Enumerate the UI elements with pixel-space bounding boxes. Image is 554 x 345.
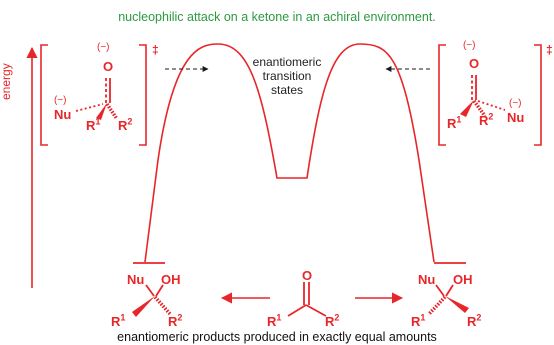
left-ts-nucleophile: Nu <box>54 107 72 122</box>
right-ts-dagger: ‡ <box>546 43 553 57</box>
ts-label-line2: transition <box>262 69 312 83</box>
left-ts-r2: R2 <box>118 116 133 133</box>
right-ts-r2: R2 <box>479 111 494 128</box>
left-product-oh: OH <box>161 272 181 287</box>
right-ts-bracket <box>438 44 542 146</box>
left-product-nu: Nu <box>127 272 145 287</box>
right-ts-bonds <box>471 75 506 118</box>
ketone-bonds <box>287 282 327 317</box>
right-ts-wedge <box>460 100 474 117</box>
right-product-wedge <box>445 296 469 313</box>
ketone-r2: R2 <box>325 312 340 329</box>
left-product-wedge <box>132 296 155 317</box>
energy-curve <box>144 43 435 263</box>
left-ts-oxygen: O <box>103 59 114 74</box>
ts-label-line1: enantiomeric <box>252 55 322 69</box>
left-ts-wedge <box>96 103 107 120</box>
right-product-nu: Nu <box>418 272 436 287</box>
left-ts-bonds <box>75 78 119 120</box>
right-ts-nu-charge: (−) <box>509 98 522 109</box>
ts-label-line3: states <box>270 83 303 97</box>
left-product-bonds <box>145 284 172 316</box>
left-ts-oxygen-charge: (−) <box>97 42 110 53</box>
right-product-r1: R1 <box>411 312 426 329</box>
diagram-title: nucleophilic attack on a ketone in an ac… <box>118 10 436 24</box>
left-ts-r1: R1 <box>86 116 101 133</box>
ketone-r1: R1 <box>267 312 282 329</box>
right-product-oh: OH <box>453 272 473 287</box>
left-ts-nu-charge: (−) <box>54 95 67 106</box>
energy-axis-label: energy <box>0 63 13 100</box>
right-ts-nucleophile: Nu <box>507 110 525 125</box>
right-ts-oxygen-charge: (−) <box>463 40 476 51</box>
right-ts-r1: R1 <box>447 114 462 131</box>
right-product-bonds <box>427 284 454 316</box>
left-product-r1: R1 <box>111 312 126 329</box>
left-ts-bracket <box>40 44 147 146</box>
ketone-oxygen: O <box>302 268 313 283</box>
left-product-r2: R2 <box>168 312 183 329</box>
bottom-caption: enantiomeric products produced in exactl… <box>117 330 437 344</box>
right-product-r2: R2 <box>467 312 482 329</box>
right-ts-oxygen: O <box>469 56 480 71</box>
left-ts-dagger: ‡ <box>152 43 159 57</box>
